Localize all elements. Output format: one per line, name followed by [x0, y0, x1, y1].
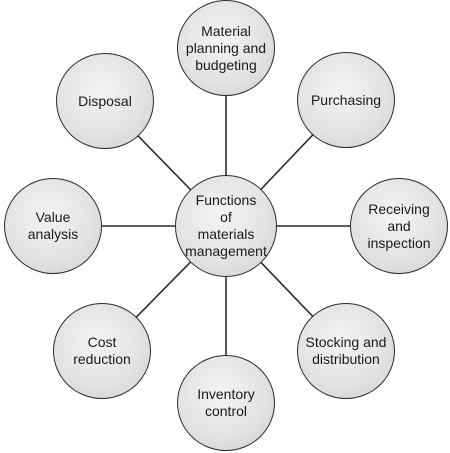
center-node-label: Functions of materials management [185, 192, 267, 259]
node-stocking-distribution: Stocking and distribution [297, 303, 395, 399]
node-label: Purchasing [310, 91, 382, 108]
node-cost-reduction: Cost reduction [53, 303, 151, 399]
node-material-planning: Material planning and budgeting [177, 0, 275, 96]
center-node: Functions of materials management [175, 175, 277, 277]
node-label: Disposal [78, 92, 132, 109]
node-receiving-inspection: Receiving and inspection [350, 178, 448, 274]
node-label: Stocking and distribution [305, 334, 387, 367]
node-purchasing: Purchasing [297, 52, 395, 148]
node-label: Material planning and budgeting [185, 22, 267, 73]
node-disposal: Disposal [56, 53, 154, 149]
node-label: Value analysis [27, 209, 79, 242]
node-value-analysis: Value analysis [4, 178, 102, 274]
node-label: Receiving and inspection [367, 200, 431, 251]
node-inventory-control: Inventory control [177, 355, 275, 451]
node-label: Cost reduction [73, 334, 131, 367]
node-label: Inventory control [197, 386, 255, 419]
